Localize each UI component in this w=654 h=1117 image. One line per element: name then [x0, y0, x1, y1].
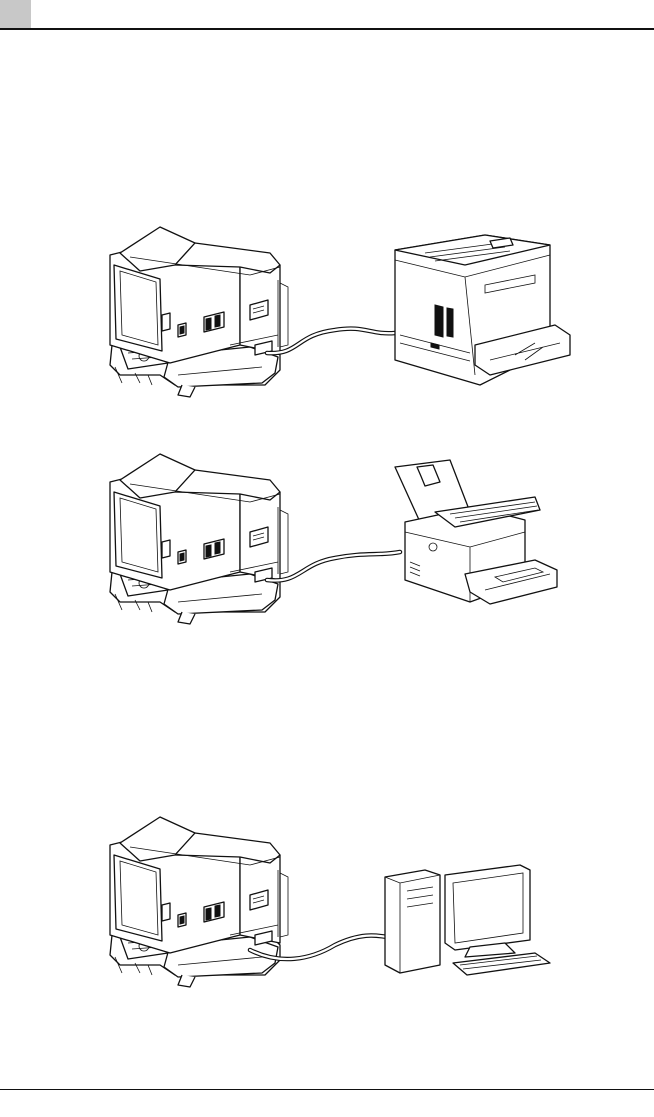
footer-rule: [0, 1089, 654, 1090]
figure-reader-to-laser-printer: [95, 225, 585, 400]
printer-cable: [267, 552, 400, 581]
microfilm-reader-printer: [110, 817, 288, 987]
page-tab: [0, 0, 31, 28]
figure-reader-to-desktop-printer: [95, 452, 585, 637]
microfilm-reader-printer: [110, 227, 288, 397]
desktop-computer: [385, 865, 550, 975]
figure-reader-to-computer: [95, 815, 585, 1005]
microfilm-reader-printer: [110, 454, 288, 624]
header-rule: [0, 28, 654, 30]
laser-printer: [395, 235, 570, 385]
desktop-printer: [395, 460, 557, 604]
printer-cable: [267, 329, 395, 354]
